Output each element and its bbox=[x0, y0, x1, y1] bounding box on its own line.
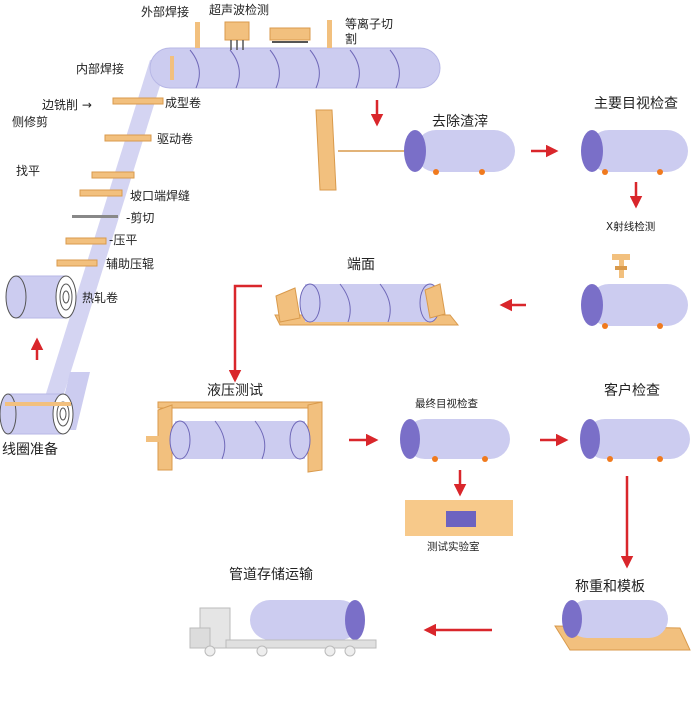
plasma-cutter bbox=[269, 20, 332, 48]
label-end-face: 端面 bbox=[347, 257, 375, 273]
label-customer-check: 客户检查 bbox=[604, 383, 660, 399]
label-leveling: 找平 bbox=[16, 164, 41, 178]
label-bevel-weld: 坡口端焊缝 bbox=[130, 189, 191, 203]
deslag-pipe bbox=[404, 130, 515, 175]
label-shear: -剪切 bbox=[126, 211, 155, 225]
label-drive-roll: 驱动卷 bbox=[157, 132, 194, 146]
final-visual-pipe bbox=[400, 419, 510, 462]
strip-rollers bbox=[56, 97, 164, 267]
xray-device bbox=[612, 254, 630, 278]
label-plasma-cut-line2: 割 bbox=[345, 32, 358, 46]
label-plasma-cut-line1: 等离子切 bbox=[345, 17, 394, 31]
xray-pipe bbox=[581, 284, 688, 329]
label-weigh-template: 称重和模板 bbox=[575, 579, 645, 595]
label-coil-prep: 线圈准备 bbox=[2, 442, 58, 458]
customer-check-pipe bbox=[580, 419, 690, 462]
flow-arrows bbox=[30, 100, 643, 637]
label-edge-mill: 边铣削 → bbox=[42, 98, 92, 112]
coil-preparation bbox=[0, 372, 90, 435]
ultrasonic-device bbox=[195, 21, 250, 50]
visual-inspection-pipe bbox=[581, 130, 688, 175]
label-inner-weld: 内部焊接 bbox=[76, 62, 125, 76]
forming-strip bbox=[44, 60, 168, 400]
label-aux-press-roll: 辅助压辊 bbox=[106, 257, 155, 271]
label-final-visual: 最终目视检查 bbox=[415, 398, 478, 410]
label-xray: X射线检测 bbox=[606, 221, 656, 233]
label-test-lab: 测试实验室 bbox=[427, 541, 480, 553]
label-forming-roll: 成型卷 bbox=[165, 96, 202, 110]
hot-rolled-coil bbox=[5, 275, 77, 319]
test-lab bbox=[405, 500, 513, 536]
label-deslag: 去除渣滓 bbox=[432, 114, 488, 130]
label-side-trim: 侧修剪 bbox=[12, 115, 49, 129]
label-ultrasonic: 超声波检测 bbox=[209, 3, 270, 17]
label-press-flat: -压平 bbox=[109, 233, 138, 247]
label-hydro-test: 液压测试 bbox=[207, 383, 263, 399]
transport-truck bbox=[189, 600, 377, 657]
label-hot-coil: 热轧卷 bbox=[82, 291, 119, 305]
end-face-machine bbox=[274, 283, 460, 326]
label-visual-main: 主要目视检查 bbox=[594, 96, 678, 112]
forming-pipe bbox=[149, 47, 441, 89]
label-storage-transport: 管道存储运输 bbox=[229, 567, 313, 583]
hydro-test-machine bbox=[146, 401, 323, 473]
deslag-station bbox=[315, 109, 405, 191]
label-outer-weld: 外部焊接 bbox=[141, 5, 190, 19]
weighing-platform bbox=[554, 600, 691, 651]
